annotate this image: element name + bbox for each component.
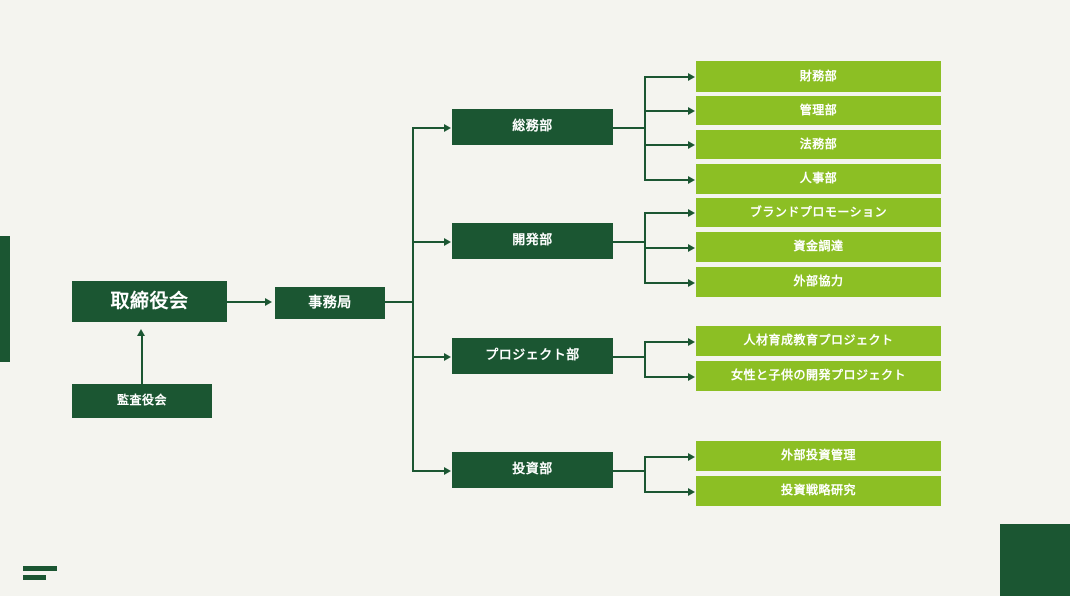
- node-label: 法務部: [799, 136, 838, 151]
- arrowhead-leaf-1-2: [688, 107, 695, 115]
- connector-auditor-to-board: [141, 336, 143, 384]
- node-leaf-external-cooperation[interactable]: 外部協力: [696, 267, 941, 297]
- arrowhead-dept-1: [444, 124, 451, 132]
- node-label: 監査役会: [116, 393, 167, 408]
- arrowhead-leaf-1-4: [688, 176, 695, 184]
- arrowhead-leaf-2-1: [688, 209, 695, 217]
- node-leaf-finance[interactable]: 財務部: [696, 61, 941, 92]
- bottom-left-equals-mark: [23, 566, 57, 582]
- arrowhead-leaf-2-2: [688, 244, 695, 252]
- subtrunk-dept-3: [644, 341, 646, 377]
- main-trunk-vertical: [412, 127, 414, 471]
- arrowhead-leaf-2-3: [688, 279, 695, 287]
- subtrunk-dept-1: [644, 76, 646, 179]
- node-department-general-affairs[interactable]: 総務部: [452, 109, 613, 145]
- connector-leaf-4-1: [644, 456, 688, 458]
- node-label: 外部投資管理: [780, 448, 856, 463]
- node-leaf-legal[interactable]: 法務部: [696, 130, 941, 159]
- arrowhead-dept-4: [444, 467, 451, 475]
- node-label: プロジェクト部: [485, 347, 580, 363]
- node-leaf-management[interactable]: 管理部: [696, 96, 941, 125]
- node-leaf-talent-development-project[interactable]: 人材育成教育プロジェクト: [696, 326, 941, 356]
- arrowhead-leaf-3-2: [688, 373, 695, 381]
- node-label: 総務部: [512, 118, 553, 134]
- node-label: 財務部: [799, 68, 838, 83]
- connector-trunk-to-dept-1: [412, 127, 444, 129]
- node-auditor-board[interactable]: 監査役会: [72, 384, 212, 418]
- arrowhead-leaf-4-1: [688, 453, 695, 461]
- arrowhead-leaf-1-3: [688, 141, 695, 149]
- node-leaf-human-resources[interactable]: 人事部: [696, 164, 941, 194]
- connector-leaf-1-2: [644, 110, 688, 112]
- node-department-investment[interactable]: 投資部: [452, 452, 613, 488]
- node-leaf-women-children-project[interactable]: 女性と子供の開発プロジェクト: [696, 361, 941, 391]
- node-label: 人材育成教育プロジェクト: [743, 333, 894, 348]
- node-label: 事務局: [308, 294, 352, 311]
- node-leaf-fundraising[interactable]: 資金調達: [696, 232, 941, 262]
- connector-dept-4-to-subtrunk: [613, 470, 645, 472]
- connector-leaf-2-3: [644, 282, 688, 284]
- arrowhead-leaf-1-1: [688, 73, 695, 81]
- connector-leaf-3-2: [644, 376, 688, 378]
- node-department-development[interactable]: 開発部: [452, 223, 613, 259]
- node-label: 投資部: [512, 461, 553, 477]
- connector-leaf-4-2: [644, 491, 688, 493]
- node-leaf-external-investment-management[interactable]: 外部投資管理: [696, 441, 941, 471]
- node-board-of-directors[interactable]: 取締役会: [72, 281, 227, 322]
- arrowhead-dept-3: [444, 353, 451, 361]
- bottom-right-square-decoration: [1000, 524, 1070, 596]
- arrowhead-dept-2: [444, 238, 451, 246]
- node-label: 取締役会: [110, 289, 189, 312]
- arrowhead-leaf-3-1: [688, 338, 695, 346]
- node-label: 人事部: [799, 171, 838, 186]
- connector-leaf-1-1: [644, 76, 688, 78]
- node-label: 開発部: [512, 232, 553, 248]
- node-label: 管理部: [799, 102, 838, 117]
- subtrunk-dept-4: [644, 456, 646, 492]
- equals-bar-bottom: [23, 575, 46, 580]
- node-label: 外部協力: [793, 274, 844, 289]
- connector-trunk-to-dept-4: [412, 470, 444, 472]
- left-accent-bar: [0, 236, 10, 362]
- arrowhead-auditor-to-board: [137, 329, 145, 336]
- node-department-project[interactable]: プロジェクト部: [452, 338, 613, 374]
- node-label: ブランドプロモーション: [749, 204, 888, 219]
- node-label: 投資戦略研究: [780, 483, 856, 498]
- node-label: 女性と子供の開発プロジェクト: [730, 368, 906, 383]
- node-label: 資金調達: [793, 239, 844, 254]
- connector-leaf-2-2: [644, 247, 688, 249]
- arrowhead-board-to-secretariat: [265, 298, 272, 306]
- connector-trunk-to-dept-2: [412, 241, 444, 243]
- connector-dept-3-to-subtrunk: [613, 356, 645, 358]
- node-leaf-brand-promotion[interactable]: ブランドプロモーション: [696, 198, 941, 227]
- node-secretariat[interactable]: 事務局: [275, 287, 385, 319]
- connector-leaf-2-1: [644, 212, 688, 214]
- connector-secretariat-to-trunk: [385, 301, 413, 303]
- equals-bar-top: [23, 566, 57, 571]
- connector-trunk-to-dept-3: [412, 356, 444, 358]
- node-leaf-investment-strategy-research[interactable]: 投資戦略研究: [696, 476, 941, 506]
- connector-board-to-secretariat: [227, 301, 265, 303]
- connector-leaf-3-1: [644, 341, 688, 343]
- arrowhead-leaf-4-2: [688, 488, 695, 496]
- connector-dept-1-to-subtrunk: [613, 127, 645, 129]
- connector-leaf-1-4: [644, 179, 688, 181]
- connector-dept-2-to-subtrunk: [613, 241, 645, 243]
- connector-leaf-1-3: [644, 144, 688, 146]
